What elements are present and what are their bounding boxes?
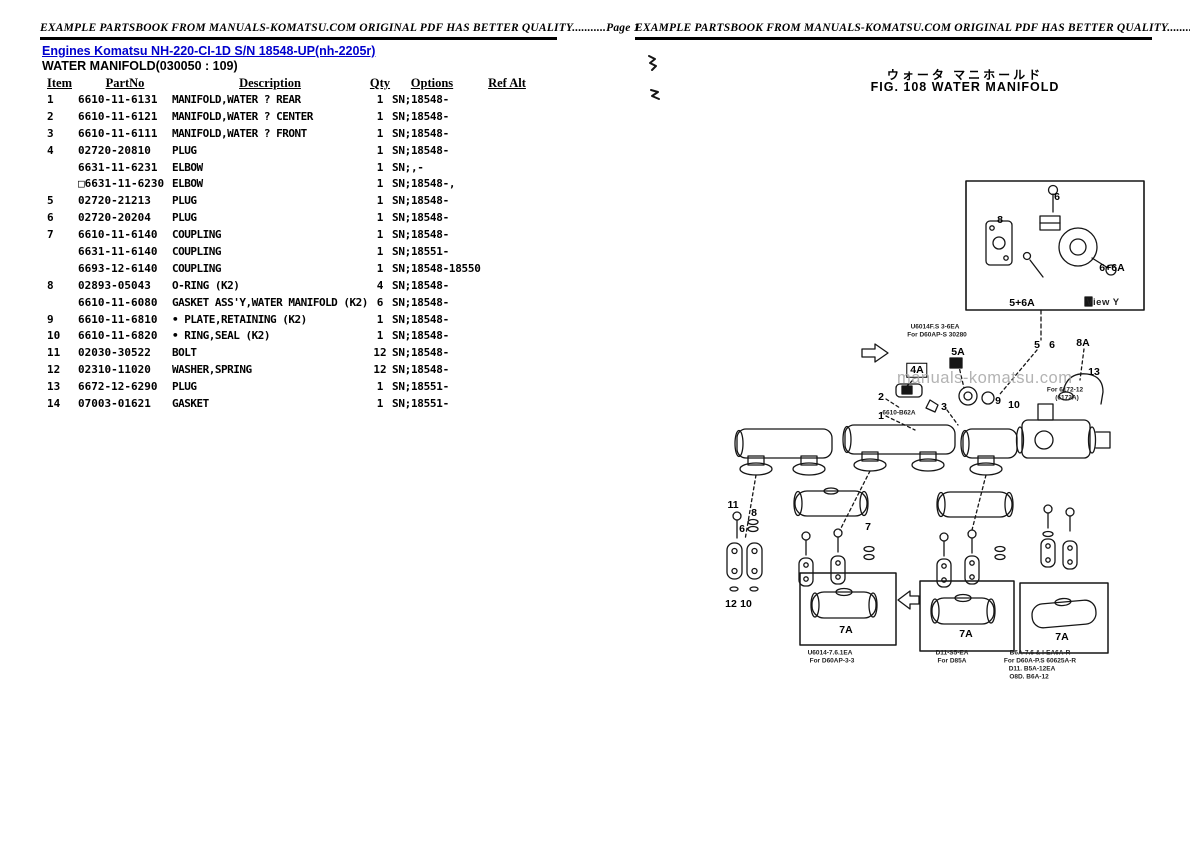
column-header-partno: PartNo bbox=[105, 76, 145, 90]
watermark: manuals-komatsu.com bbox=[897, 369, 1073, 387]
column-header-options: Options bbox=[410, 76, 454, 90]
figure-title: FIG. 108 WATER MANIFOLD bbox=[870, 80, 1060, 94]
page1-header: EXAMPLE PARTSBOOK FROM MANUALS-KOMATSU.C… bbox=[40, 22, 639, 40]
column-header-description: Description bbox=[239, 76, 301, 90]
engine-model-link[interactable]: Engines Komatsu NH-220-CI-1D S/N 18548-U… bbox=[42, 44, 376, 58]
column-header-qty: Qty bbox=[369, 76, 391, 90]
figure-title-japanese: ウォータ マニホールド bbox=[886, 68, 1044, 82]
page-title: WATER MANIFOLD(030050 : 109) bbox=[42, 59, 238, 73]
parts-table: Item PartNo Description Qty Options Ref … bbox=[47, 76, 567, 414]
page2-header: EXAMPLE PARTSBOOK FROM MANUALS-KOMATSU.C… bbox=[635, 22, 1190, 40]
column-header-item: Item bbox=[47, 76, 72, 90]
column-header-refalt: Ref Alt bbox=[488, 76, 526, 90]
parts-table-header: Item PartNo Description Qty Options Ref … bbox=[47, 76, 567, 93]
